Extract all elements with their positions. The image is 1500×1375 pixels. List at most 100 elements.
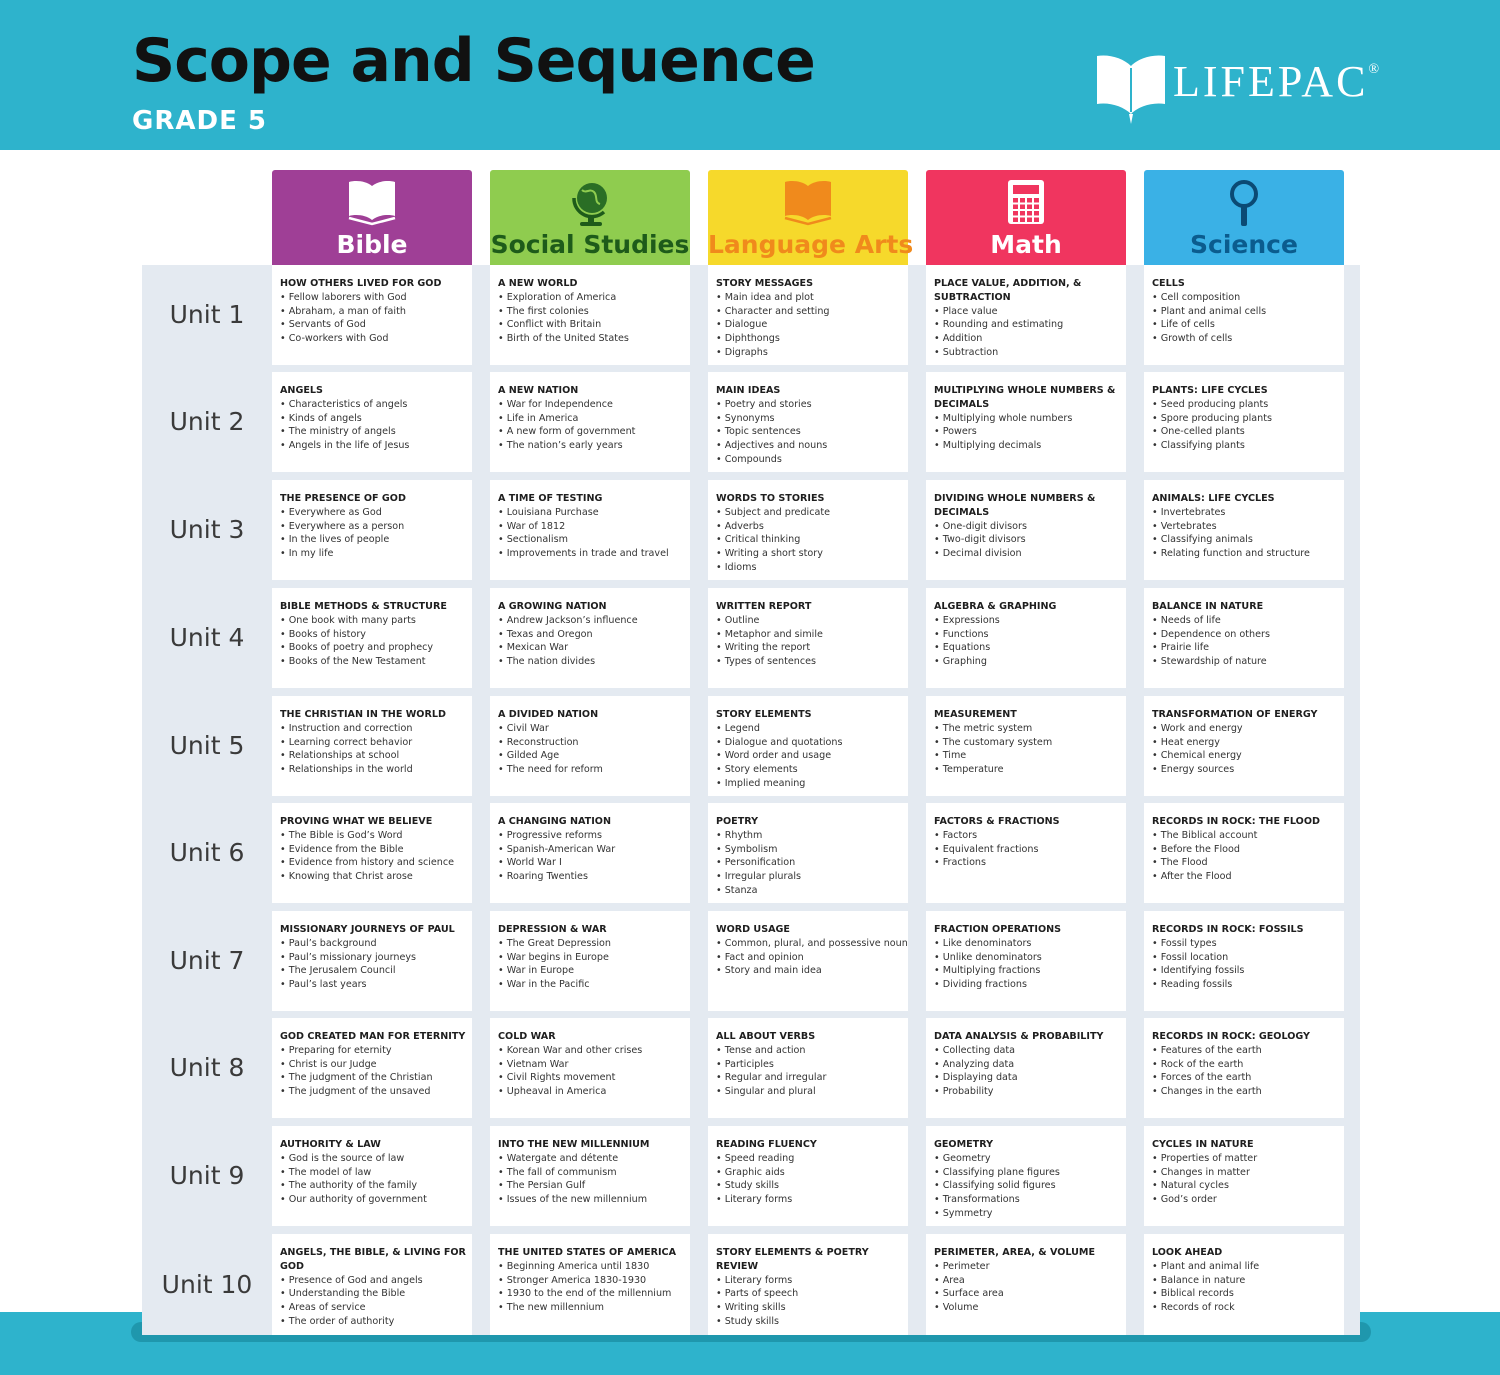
topic-item: Balance in nature [1152,1274,1340,1288]
topic-item: Digraphs [716,346,904,360]
topic-cell: CYCLES IN NATUREProperties of matterChan… [1144,1126,1344,1226]
open-book-logo-icon [1097,55,1165,124]
topic-cell: COLD WARKorean War and other crisesVietn… [490,1018,690,1118]
topic-item: Chemical energy [1152,749,1340,763]
topic-item: Birth of the United States [498,332,686,346]
topic-item: The judgment of the Christian [280,1071,468,1085]
topic-cell: LOOK AHEADPlant and animal lifeBalance i… [1144,1234,1344,1335]
topic-item: Features of the earth [1152,1044,1340,1058]
topic-cell: ANIMALS: LIFE CYCLESInvertebratesVertebr… [1144,480,1344,580]
topic-item: The Persian Gulf [498,1179,686,1193]
topic-item: Displaying data [934,1071,1122,1085]
topic-item: Life in America [498,412,686,426]
topic-item: Fractions [934,856,1122,870]
topic-item: Types of sentences [716,655,904,669]
topic-item: Work and energy [1152,722,1340,736]
topic-item: One book with many parts [280,614,468,628]
topic-item: In the lives of people [280,533,468,547]
topic-item: Relating function and structure [1152,547,1340,561]
topic-cell: HOW OTHERS LIVED FOR GOD Fellow laborers … [272,265,472,365]
topic-title: WORD USAGE [716,924,790,935]
unit-label: Unit 4 [169,623,245,652]
topic-item: Paul’s missionary journeys [280,951,468,965]
topic-item: Story elements [716,763,904,777]
topic-cell: PROVING WHAT WE BELIEVEThe Bible is God’… [272,803,472,903]
topic-cell: WORD USAGECommon, plural, and possessive… [708,911,908,1011]
topic-item: A new form of government [498,425,686,439]
topic-cell: FRACTION OPERATIONSLike denominatorsUnli… [926,911,1126,1011]
globe-icon [490,178,690,235]
topic-item: Books of history [280,628,468,642]
topic-item: Graphic aids [716,1166,904,1180]
topic-item: Dividing fractions [934,978,1122,992]
topic-item: The first colonies [498,305,686,319]
topic-item: Surface area [934,1287,1122,1301]
unit-label: Unit 5 [169,731,245,760]
topic-item: Upheaval in America [498,1085,686,1099]
topic-cell: A TIME OF TESTINGLouisiana PurchaseWar o… [490,480,690,580]
topic-item: Records of rock [1152,1301,1340,1315]
topic-item: Identifying fossils [1152,964,1340,978]
topic-title: CELLS [1152,278,1185,289]
open-book-icon [272,178,472,231]
topic-cell: GEOMETRYGeometryClassifying plane figure… [926,1126,1126,1226]
topic-item: Abraham, a man of faith [280,305,468,319]
topic-item: Instruction and correction [280,722,468,736]
topic-item: Dialogue and quotations [716,736,904,750]
topic-item: Texas and Oregon [498,628,686,642]
open-book-icon [708,178,908,231]
topic-cell: CELLSCell compositionPlant and animal ce… [1144,265,1344,365]
topic-item: Story and main idea [716,964,904,978]
topic-item: Powers [934,425,1122,439]
topic-cell: PERIMETER, AREA, & VOLUMEPerimeterAreaSu… [926,1234,1126,1335]
topic-title: DEPRESSION & WAR [498,924,607,935]
topic-item: Everywhere as a person [280,520,468,534]
topic-item: War of 1812 [498,520,686,534]
topic-cell: PLANTS: LIFE CYCLESSeed producing plants… [1144,372,1344,472]
topic-item: The Biblical account [1152,829,1340,843]
topic-item: Before the Flood [1152,843,1340,857]
topic-item: Word order and usage [716,749,904,763]
topic-item: Heat energy [1152,736,1340,750]
topic-item: Character and setting [716,305,904,319]
topic-title: GEOMETRY [934,1139,994,1150]
topic-item: Classifying animals [1152,533,1340,547]
topic-item: Civil Rights movement [498,1071,686,1085]
topic-item: Roaring Twenties [498,870,686,884]
topic-title: STORY MESSAGES [716,278,814,289]
topic-item: The judgment of the unsaved [280,1085,468,1099]
topic-item: Perimeter [934,1260,1122,1274]
topic-item: Evidence from history and science [280,856,468,870]
topic-item: Dependence on others [1152,628,1340,642]
topic-item: The nation divides [498,655,686,669]
topic-item: Seed producing plants [1152,398,1340,412]
topic-cell: TRANSFORMATION OF ENERGYWork and energyH… [1144,696,1344,796]
lifepac-logo: LIFEPAC® [1095,48,1385,128]
topic-item: Area [934,1274,1122,1288]
topic-title: INTO THE NEW MILLENNIUM [498,1139,650,1150]
topic-item: Functions [934,628,1122,642]
topic-item: Literary forms [716,1193,904,1207]
topic-item: Kinds of angels [280,412,468,426]
logo-registered-mark: ® [1368,62,1383,77]
topic-cell: RECORDS IN ROCK: GEOLOGYFeatures of the … [1144,1018,1344,1118]
topic-title: A DIVIDED NATION [498,709,599,720]
topic-item: Rhythm [716,829,904,843]
topic-item: Beginning America until 1830 [498,1260,686,1274]
topic-title: LOOK AHEAD [1152,1247,1223,1258]
topic-item: Synonyms [716,412,904,426]
topic-title: HOW OTHERS LIVED FOR GOD [280,278,442,289]
topic-item: Improvements in trade and travel [498,547,686,561]
topic-item: Rock of the earth [1152,1058,1340,1072]
topic-item: Fellow laborers with God [280,291,468,305]
topic-cell: A DIVIDED NATIONCivil WarReconstructionG… [490,696,690,796]
topic-title: WRITTEN REPORT [716,601,812,612]
topic-item: Two-digit divisors [934,533,1122,547]
topic-cell: DIVIDING WHOLE NUMBERS & DECIMALSOne-dig… [926,480,1126,580]
topic-item: Invertebrates [1152,506,1340,520]
topic-item: Characteristics of angels [280,398,468,412]
topic-item: Poetry and stories [716,398,904,412]
topic-item: Like denominators [934,937,1122,951]
topic-item: Writing skills [716,1301,904,1315]
topic-item: The Great Depression [498,937,686,951]
